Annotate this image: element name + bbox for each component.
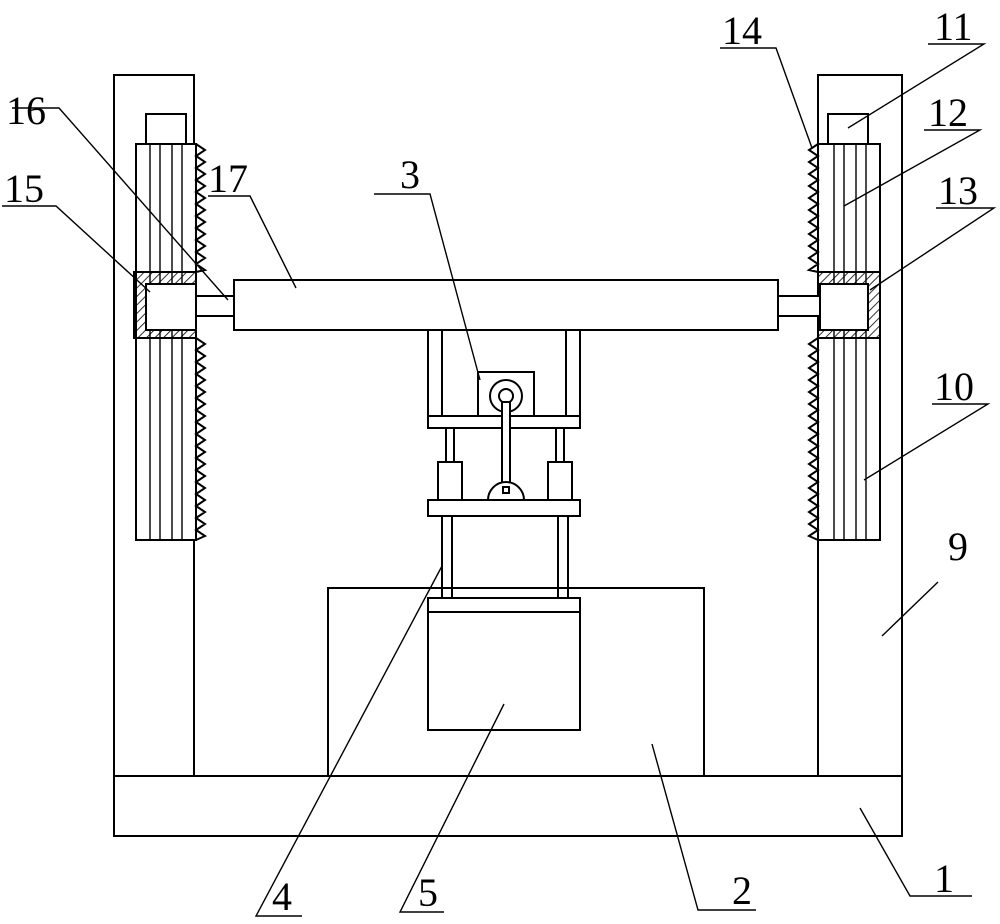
- left-guide-rail: [135, 143, 197, 541]
- label-16: 16: [6, 88, 46, 133]
- label-3: 3: [400, 152, 420, 197]
- right-cylinder: [547, 461, 573, 501]
- left-rail-assembly: [133, 113, 208, 541]
- right-rack-upper: [806, 143, 820, 273]
- press-plate: [427, 597, 581, 613]
- label-5: 5: [418, 870, 438, 915]
- crank-link: [501, 401, 511, 485]
- label-9: 9: [948, 524, 968, 569]
- hinge-seat: [486, 481, 526, 501]
- label-13: 13: [938, 168, 978, 213]
- right-rail-assembly: [806, 113, 881, 541]
- label-1: 1: [934, 856, 954, 901]
- label-12: 12: [928, 90, 968, 135]
- pressing-rods: [441, 516, 569, 598]
- label-10: 10: [934, 364, 974, 409]
- left-rack-upper: [194, 143, 208, 273]
- left-rack-lower: [194, 337, 208, 541]
- right-rack-lower: [806, 337, 820, 541]
- lift-guides: [427, 428, 581, 517]
- lift-plate: [427, 499, 581, 517]
- leader-lines: [2, 43, 997, 917]
- right-connecting-rod: [777, 295, 821, 317]
- right-motor-cap: [827, 113, 869, 145]
- crossbeam: [233, 279, 779, 331]
- left-slider-cavity: [145, 283, 197, 331]
- right-guide-rail: [817, 143, 881, 541]
- label-11: 11: [934, 4, 973, 49]
- base-plate: [113, 775, 903, 837]
- label-2: 2: [732, 868, 752, 913]
- left-connecting-rod: [195, 295, 235, 317]
- right-slider-cavity: [819, 283, 869, 331]
- part-labels: 16 15 17 3 14 11 12 13 10 9 1 2 5 4: [4, 4, 978, 919]
- label-4: 4: [272, 874, 292, 919]
- left-motor-cap: [145, 113, 187, 145]
- label-15: 15: [4, 166, 44, 211]
- left-cylinder: [437, 461, 463, 501]
- label-17: 17: [208, 156, 248, 201]
- label-14: 14: [722, 8, 762, 53]
- pressing-block: [427, 611, 581, 731]
